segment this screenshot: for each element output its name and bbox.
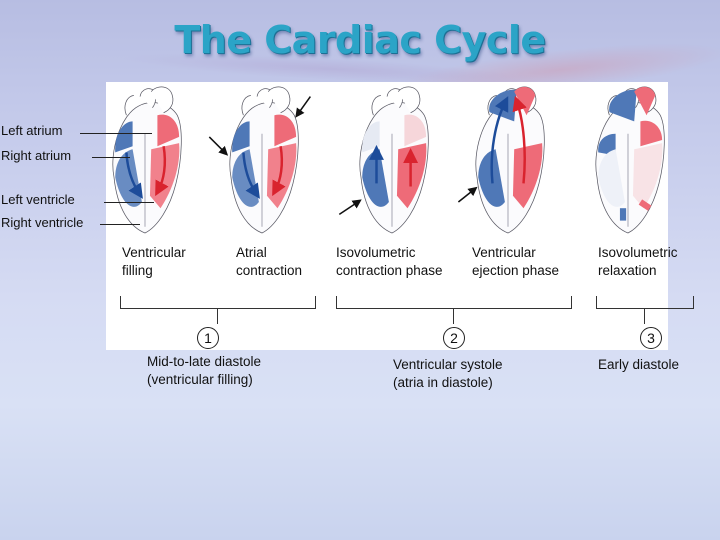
stage-line2: (atria in diastole)	[393, 375, 493, 390]
phase-line1: Atrial	[236, 245, 267, 260]
label-right-ventricle: Right ventricle	[1, 215, 84, 230]
heart-ventricular-filling	[112, 86, 182, 234]
label-right-atrium: Right atrium	[1, 148, 72, 163]
bracket-stage-3	[596, 296, 694, 309]
bracket-stage-1	[120, 296, 316, 309]
phase-line2: filling	[122, 263, 153, 278]
heart-isovolumetric-contraction	[338, 86, 429, 234]
phase-line1: Ventricular	[122, 245, 186, 260]
stage-1-description: Mid-to-late diastole (ventricular fillin…	[147, 353, 261, 389]
phase-line2: ejection phase	[472, 263, 560, 278]
stage-line1: Mid-to-late diastole	[147, 354, 262, 369]
stage-number-1: 1	[197, 327, 219, 349]
leader-left-atrium	[80, 133, 152, 134]
phase-line1: Isovolumetric	[336, 245, 416, 260]
phase-atrial-contraction: Atrial contraction	[236, 244, 302, 280]
phase-ventricular-ejection: Ventricular ejection phase	[472, 244, 559, 280]
phase-line2: contraction	[236, 263, 303, 278]
stage-3-description: Early diastole	[598, 356, 679, 374]
leader-right-atrium	[92, 157, 130, 158]
stage-number-2: 2	[443, 327, 465, 349]
phase-line1: Isovolumetric	[598, 245, 678, 260]
stage-line2: (ventricular filling)	[147, 372, 253, 387]
label-left-atrium: Left atrium	[1, 123, 63, 138]
phase-isovolumetric-contraction: Isovolumetric contraction phase	[336, 244, 443, 280]
leader-right-ventricle	[100, 224, 140, 225]
bracket-stage-2	[336, 296, 572, 309]
phase-isovolumetric-relaxation: Isovolumetric relaxation	[598, 244, 678, 280]
stage-line1: Ventricular systole	[393, 357, 503, 372]
bracket-stem-3	[644, 308, 645, 324]
stage-number-3: 3	[640, 327, 662, 349]
heart-ventricular-ejection	[457, 86, 545, 234]
phase-line2: contraction phase	[336, 263, 443, 278]
bracket-stem-2	[453, 308, 454, 324]
phase-line1: Ventricular	[472, 245, 536, 260]
leader-left-ventricle	[104, 202, 154, 203]
bracket-stem-1	[217, 308, 218, 324]
phase-line2: relaxation	[598, 263, 657, 278]
heart-atrial-contraction	[208, 86, 311, 234]
label-left-ventricle: Left ventricle	[1, 192, 75, 207]
stage-line1: Early diastole	[598, 357, 680, 372]
stage-2-description: Ventricular systole (atria in diastole)	[393, 356, 503, 392]
heart-isovolumetric-relaxation	[595, 86, 665, 234]
phase-ventricular-filling: Ventricular filling	[122, 244, 186, 280]
page-title: The Cardiac Cycle	[174, 18, 546, 62]
